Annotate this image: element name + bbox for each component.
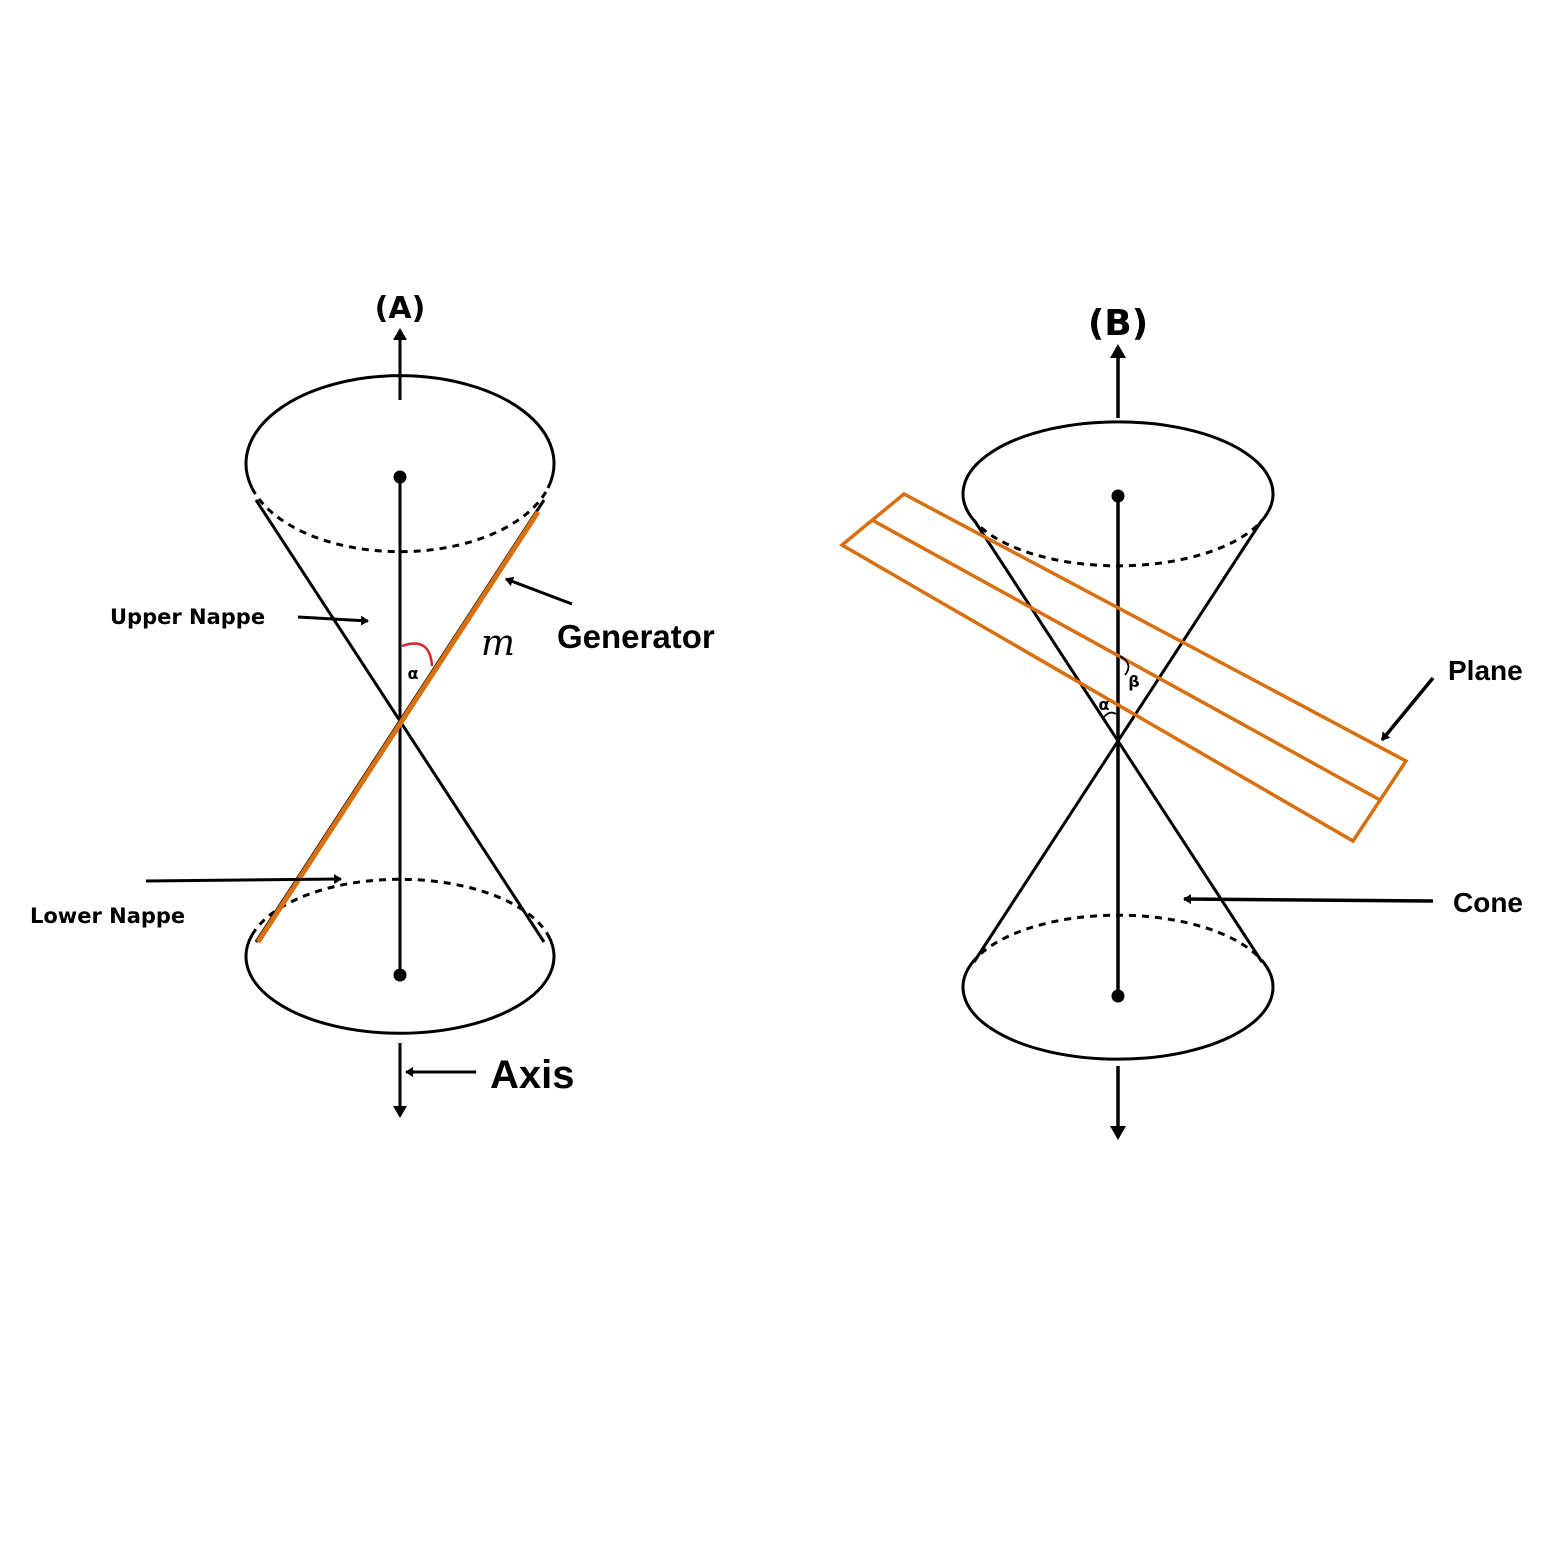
top-center-dot xyxy=(393,470,407,484)
axis-label: Axis xyxy=(490,1053,575,1097)
figure-b-title: (B) xyxy=(1088,303,1148,344)
b-top-center-dot xyxy=(1111,489,1125,503)
beta-angle-arc xyxy=(1119,655,1130,676)
b-lower-base-ellipse xyxy=(961,962,1275,1061)
alpha-angle-arc xyxy=(401,642,434,667)
figure-b: (B) β α Plane Cone xyxy=(838,303,1523,1140)
lower-base-ellipse xyxy=(244,934,556,1035)
upper-base-ellipse xyxy=(244,374,556,489)
b-alpha-label: α xyxy=(1099,695,1110,714)
upper-nappe-label: Upper Nappe xyxy=(110,605,265,629)
cone-arrow xyxy=(1183,894,1434,905)
figure-a: (A) α m Upper Nappe Generator Lower Nap xyxy=(30,291,715,1118)
b-cone-right-slant xyxy=(972,519,1264,963)
b-upper-base-hidden-edge xyxy=(970,517,1266,568)
b-bottom-center-dot xyxy=(1111,989,1125,1003)
alpha-label-a: α xyxy=(408,664,419,683)
bottom-center-dot xyxy=(393,968,407,982)
b-lower-base-hidden-edge xyxy=(970,913,1266,964)
cutting-plane xyxy=(838,491,1409,844)
plane-label: Plane xyxy=(1448,655,1523,686)
axis-b-bottom-arrowhead xyxy=(1110,1126,1126,1140)
generator-label: Generator xyxy=(557,618,715,655)
generator-m-label: m xyxy=(481,623,515,664)
upper-nappe-arrow xyxy=(297,615,369,626)
generator-line xyxy=(255,510,541,944)
beta-label: β xyxy=(1128,672,1139,691)
lower-nappe-arrow xyxy=(145,874,342,885)
lower-nappe-label: Lower Nappe xyxy=(30,904,185,928)
cone-label: Cone xyxy=(1453,887,1523,918)
axis-bottom-arrowhead xyxy=(393,1106,407,1118)
axis-top-arrowhead xyxy=(393,328,407,340)
b-alpha-angle-arc xyxy=(1103,711,1117,718)
plane-arrow xyxy=(1380,676,1435,742)
figure-a-title: (A) xyxy=(375,291,426,326)
b-upper-base-ellipse xyxy=(961,420,1275,519)
axis-b-top-arrowhead xyxy=(1110,344,1126,358)
generator-arrow xyxy=(505,576,573,606)
upper-base-hidden-edge xyxy=(250,487,550,554)
